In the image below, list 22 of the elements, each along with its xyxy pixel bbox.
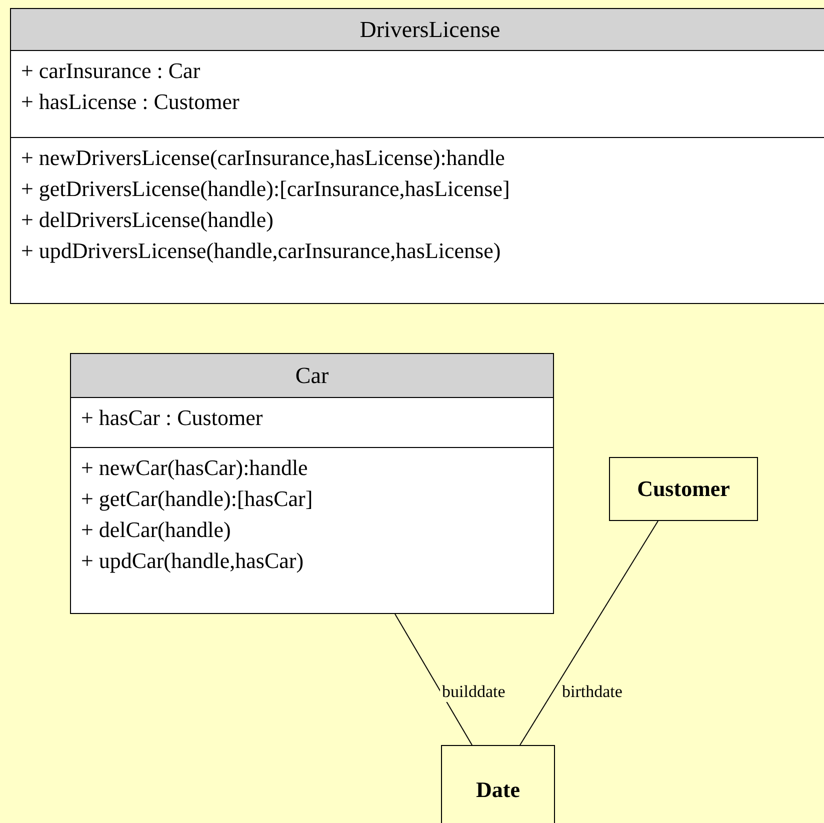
method-text: + delCar(handle) [81, 516, 232, 544]
class-name: DriversLicense [11, 9, 824, 51]
class-box [441, 745, 555, 823]
method-text: + updCar(handle,hasCar) [81, 547, 305, 575]
attribute-text: + hasLicense : Customer [21, 88, 240, 116]
class-name: Customer [637, 476, 730, 502]
association-line [520, 520, 658, 746]
class-box [70, 353, 554, 614]
attribute-text: + carInsurance : Car [21, 57, 202, 85]
class-box [609, 457, 758, 521]
method-text: + delDriversLicense(handle) [21, 206, 274, 234]
method-text: + getDriversLicense(handle):[carInsurance,hasLicense] [21, 175, 511, 203]
method-text: + newCar(hasCar):handle [81, 454, 309, 482]
method-text: + newDriversLicense(carInsurance,hasLicense):handle [21, 144, 506, 172]
method-text: + getCar(handle):[hasCar] [81, 485, 314, 513]
method-text: + updDriversLicense(handle,carInsurance,hasLicense) [21, 237, 502, 265]
class-name: Car [71, 354, 553, 398]
class-box [10, 8, 824, 304]
association-line [394, 614, 472, 746]
edge-label: builddate [440, 682, 508, 702]
attribute-text: + hasCar : Customer [81, 404, 264, 432]
class-name: Date [476, 777, 520, 803]
